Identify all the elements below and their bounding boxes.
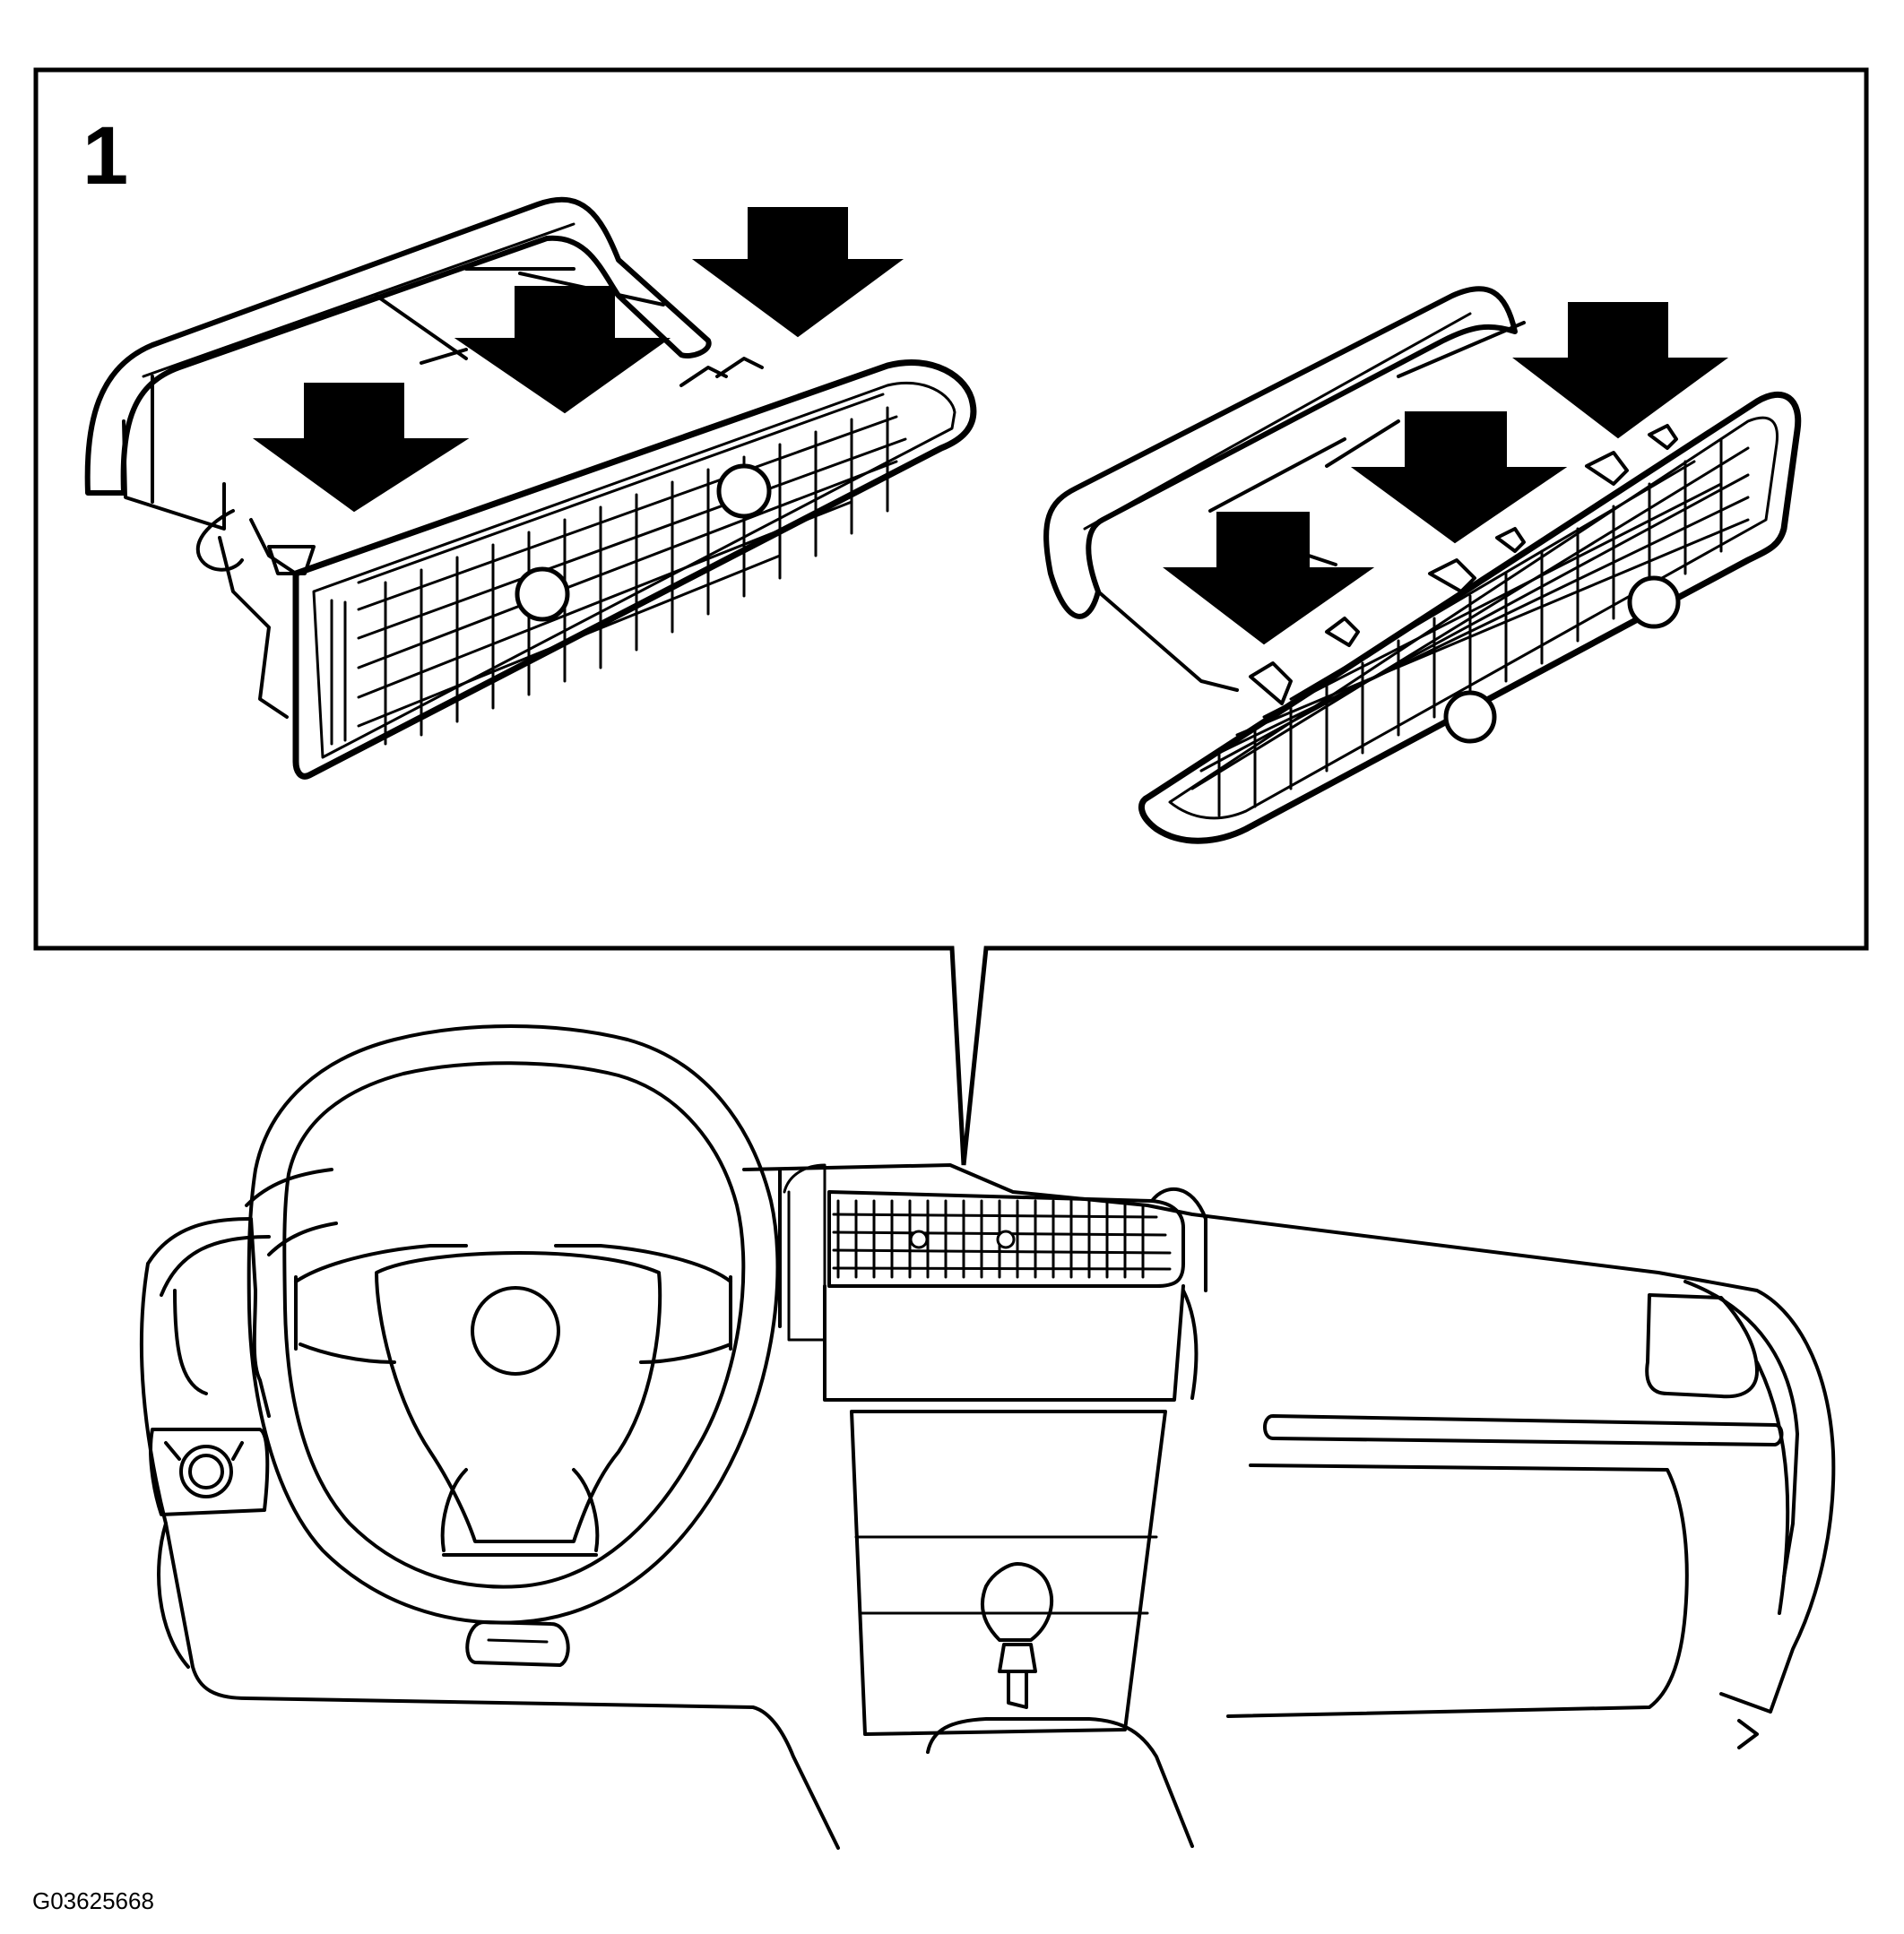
- arrow-down-icon: [1163, 512, 1375, 645]
- dashboard: [139, 1024, 1836, 1850]
- arrow-down-icon: [1512, 302, 1729, 439]
- arrow-down-icon: [454, 286, 671, 414]
- figure-id: G03625668: [32, 1887, 154, 1914]
- center-vent-grille: [832, 1199, 1172, 1279]
- arrow-down-icon: [1350, 411, 1568, 544]
- vent-assembly-right: [1043, 286, 1802, 844]
- steering-wheel: [247, 1024, 780, 1625]
- push-arrows: [252, 207, 1729, 645]
- step-number: 1: [82, 110, 128, 202]
- arrow-down-icon: [252, 383, 470, 513]
- arrow-down-icon: [691, 207, 904, 338]
